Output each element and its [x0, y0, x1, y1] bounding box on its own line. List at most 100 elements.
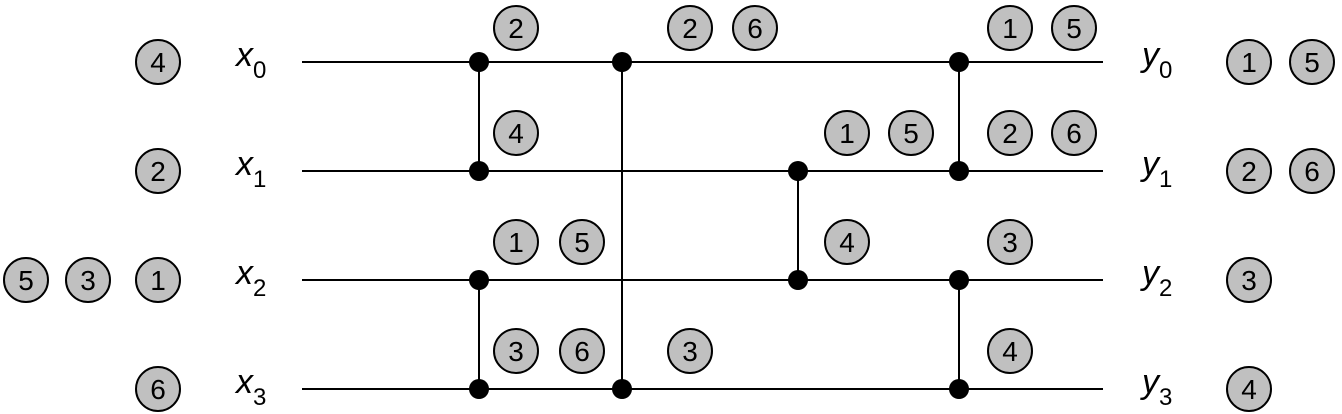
badge-label: 5 — [18, 265, 34, 296]
badge-circle — [824, 219, 870, 265]
input-badge: 4 — [135, 39, 181, 85]
junction-dot — [788, 270, 808, 290]
badge-circle — [493, 219, 539, 265]
output-label-2: y2 — [1140, 254, 1172, 302]
badge-circle — [987, 328, 1033, 374]
badge-label: 4 — [1241, 374, 1257, 405]
input-badge: 1 — [135, 257, 181, 303]
badge-circle — [65, 257, 111, 303]
badge-circle — [1289, 39, 1335, 85]
interior-badge: 3 — [987, 219, 1033, 265]
badge-label: 5 — [903, 118, 919, 149]
badge-label: 2 — [150, 156, 166, 187]
badge-circle — [1226, 257, 1272, 303]
junction-dot — [949, 379, 969, 399]
switch-dots — [469, 52, 969, 399]
input-badge: 3 — [65, 257, 111, 303]
badge-label: 2 — [1241, 156, 1257, 187]
badge-circle — [1289, 148, 1335, 194]
interior-badge: 2 — [987, 110, 1033, 156]
badge-label: 6 — [150, 374, 166, 405]
badge-circle — [987, 5, 1033, 51]
badge-circle — [1226, 39, 1272, 85]
interior-badge: 1 — [493, 219, 539, 265]
output-badge: 2 — [1226, 148, 1272, 194]
badge-circle — [135, 366, 181, 412]
input-badge: 5 — [3, 257, 49, 303]
badge-label: 3 — [80, 265, 96, 296]
interior-badge: 1 — [987, 5, 1033, 51]
badge-circle — [888, 110, 934, 156]
interior-badge: 2 — [493, 5, 539, 51]
badge-label: 5 — [1304, 47, 1320, 78]
output-badge: 1 — [1226, 39, 1272, 85]
input-badge: 6 — [135, 366, 181, 412]
badge-label: 4 — [150, 47, 166, 78]
output-badge: 6 — [1289, 148, 1335, 194]
junction-dot — [469, 161, 489, 181]
badge-circle — [493, 328, 539, 374]
badge-label: 1 — [508, 227, 524, 258]
badge-circle — [987, 219, 1033, 265]
interior-badge: 6 — [559, 328, 605, 374]
input-label-2: x2 — [234, 254, 266, 302]
output-label-1: y1 — [1140, 145, 1172, 193]
interior-badge: 5 — [559, 219, 605, 265]
input-label-3: x3 — [234, 363, 266, 411]
interior-badge: 4 — [987, 328, 1033, 374]
badge-circle — [1051, 110, 1097, 156]
interior-badge: 1 — [824, 110, 870, 156]
junction-dot — [469, 379, 489, 399]
badge-circle — [1226, 366, 1272, 412]
output-badge: 4 — [1226, 366, 1272, 412]
badge-circle — [559, 219, 605, 265]
interior-badge: 4 — [824, 219, 870, 265]
badge-label: 3 — [508, 336, 524, 367]
badge-circle — [135, 257, 181, 303]
badge-circle — [824, 110, 870, 156]
junction-dot — [469, 270, 489, 290]
junction-dot — [949, 270, 969, 290]
badge-circle — [1226, 148, 1272, 194]
interior-badge: 6 — [1051, 110, 1097, 156]
output-label-0: y0 — [1140, 36, 1172, 84]
badge-label: 4 — [1002, 336, 1018, 367]
badge-circle — [667, 5, 713, 51]
badge-circle — [987, 110, 1033, 156]
badge-label: 2 — [1002, 118, 1018, 149]
wires — [302, 61, 1103, 390]
badge-label: 4 — [508, 118, 524, 149]
badge-circle — [1051, 5, 1097, 51]
input-label-1: x1 — [234, 145, 266, 193]
input-badge: 2 — [135, 148, 181, 194]
badge-label: 1 — [1241, 47, 1257, 78]
badge-label: 4 — [839, 227, 855, 258]
junction-dot — [612, 52, 632, 72]
badge-circle — [135, 39, 181, 85]
interior-badge: 3 — [667, 328, 713, 374]
output-badge: 3 — [1226, 257, 1272, 303]
interior-badge: 3 — [493, 328, 539, 374]
interior-badge: 6 — [732, 5, 778, 51]
interior-badge: 5 — [1051, 5, 1097, 51]
badge-label: 2 — [508, 13, 524, 44]
badge-label: 3 — [1241, 265, 1257, 296]
junction-dot — [612, 379, 632, 399]
badge-circle — [493, 110, 539, 156]
badge-label: 2 — [682, 13, 698, 44]
junction-dot — [949, 161, 969, 181]
badge-circle — [667, 328, 713, 374]
switch-connectors — [478, 62, 960, 389]
input-label-0: x0 — [234, 36, 266, 84]
badge-label: 6 — [574, 336, 590, 367]
badge-circle — [3, 257, 49, 303]
output-badge: 5 — [1289, 39, 1335, 85]
badge-circle — [493, 5, 539, 51]
badge-circle — [559, 328, 605, 374]
badge-label: 1 — [839, 118, 855, 149]
badge-label: 5 — [574, 227, 590, 258]
badge-label: 3 — [682, 336, 698, 367]
